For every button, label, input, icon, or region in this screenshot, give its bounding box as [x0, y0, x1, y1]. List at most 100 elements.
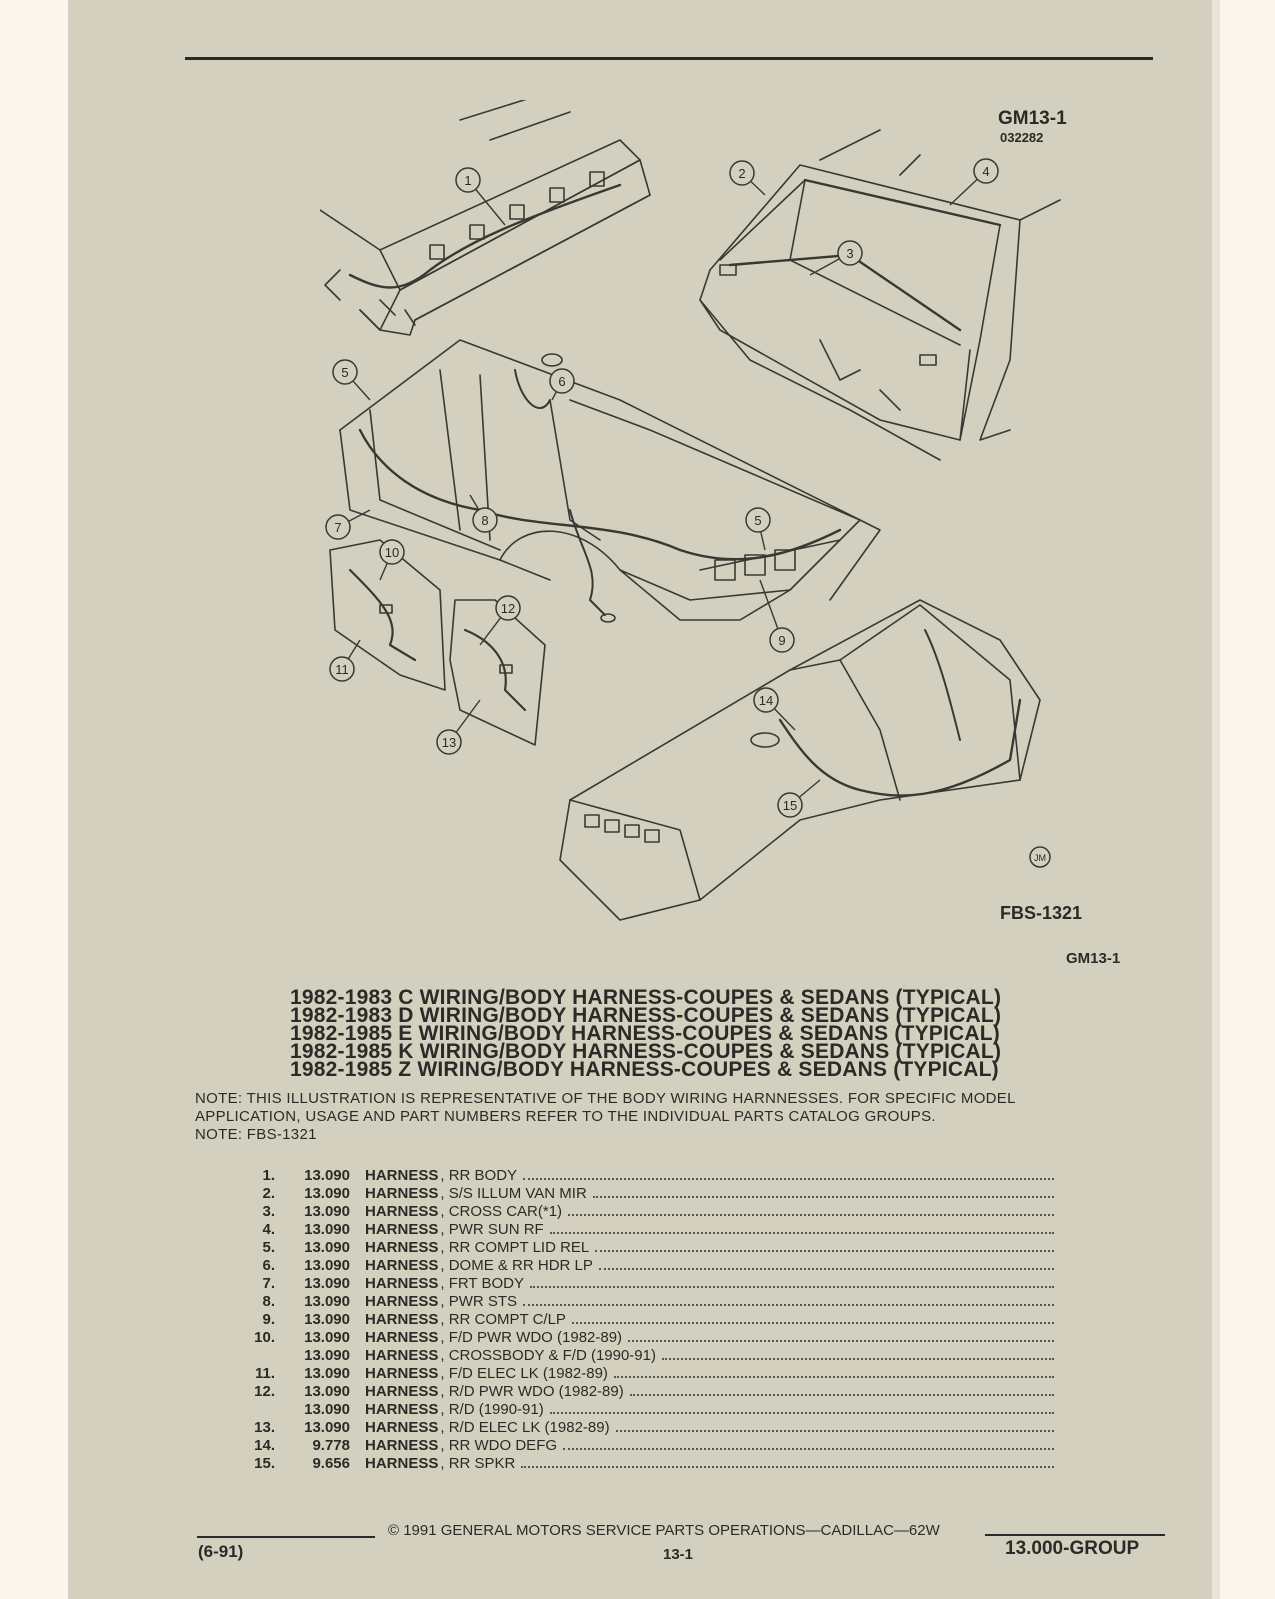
callout-13	[436, 729, 462, 755]
figure-label: FBS-1321	[1000, 903, 1083, 923]
part-name: HARNESS	[365, 1382, 439, 1400]
part-name: HARNESS	[365, 1400, 439, 1418]
leader-dots	[549, 1412, 1054, 1414]
part-group-code: 13.090	[304, 1184, 350, 1202]
callout-6	[549, 368, 575, 394]
footer-date-code: (6-91)	[198, 1542, 244, 1561]
part-name: HARNESS	[365, 1310, 439, 1328]
callout-15	[777, 792, 803, 818]
part-row: 14. 9.778 HARNESS, RR WDO DEFG	[230, 1436, 1060, 1454]
title-line: 1982-1983 C WIRING/BODY HARNESS-COUPES &…	[290, 986, 1002, 1009]
callout-5b	[745, 507, 771, 533]
top-rule	[185, 57, 1153, 60]
part-description: , RR SPKR	[440, 1454, 516, 1472]
doors-view	[329, 539, 546, 746]
leader-dots	[661, 1358, 1054, 1360]
part-number: 1.	[262, 1166, 275, 1184]
leader-dots	[571, 1322, 1054, 1324]
callout-15-label: 15	[783, 798, 797, 813]
part-description: , CROSS CAR(*1)	[440, 1202, 563, 1220]
part-description: , PWR SUN RF	[440, 1220, 544, 1238]
part-number: 2.	[262, 1184, 275, 1202]
part-group-code: 13.090	[304, 1364, 350, 1382]
leader-dots	[523, 1178, 1054, 1180]
callout-7	[325, 514, 351, 540]
part-group-code: 13.090	[304, 1418, 350, 1436]
figure-code-repeat: GM13-1	[1066, 950, 1121, 967]
part-description: , FRT BODY	[440, 1274, 524, 1292]
part-group-code: 13.090	[304, 1238, 350, 1256]
leader-dots	[592, 1196, 1054, 1198]
part-group-code: 9.778	[312, 1436, 350, 1454]
part-number: 5.	[262, 1238, 275, 1256]
leader-dots	[523, 1304, 1054, 1306]
leader-dots	[530, 1286, 1054, 1288]
leader-dots	[549, 1232, 1054, 1234]
part-name: HARNESS	[365, 1436, 439, 1454]
part-name: HARNESS	[365, 1238, 439, 1256]
leader-dots	[628, 1340, 1054, 1342]
part-group-code: 13.090	[304, 1346, 350, 1364]
footer-group: 13.000-GROUP	[1005, 1538, 1140, 1559]
part-group-code: 13.090	[304, 1382, 350, 1400]
part-number: 4.	[262, 1220, 275, 1238]
callout-11-label: 11	[335, 662, 349, 677]
callout-14-label: 14	[759, 693, 773, 708]
part-description: , S/S ILLUM VAN MIR	[440, 1184, 587, 1202]
callout-8-label: 8	[481, 513, 488, 528]
part-name: HARNESS	[365, 1328, 439, 1346]
part-description: , RR COMPT C/LP	[440, 1310, 566, 1328]
part-number: 14.	[254, 1436, 275, 1454]
footer-copyright: © 1991 GENERAL MOTORS SERVICE PARTS OPER…	[388, 1522, 940, 1539]
callout-4	[973, 158, 999, 184]
part-name: HARNESS	[365, 1418, 439, 1436]
part-group-code: 13.090	[304, 1292, 350, 1310]
part-description: , RR COMPT LID REL	[440, 1238, 590, 1256]
part-number: 3.	[262, 1202, 275, 1220]
part-description: , R/D ELEC LK (1982-89)	[440, 1418, 610, 1436]
body-center-view	[339, 339, 881, 623]
callout-3-label: 3	[846, 246, 853, 261]
catalog-sheet	[68, 0, 1218, 1599]
footer-rule-left	[197, 1536, 375, 1538]
figure-subcode: 032282	[1000, 130, 1044, 145]
part-description: , CROSSBODY & F/D (1990-91)	[440, 1346, 656, 1364]
callout-5	[332, 359, 358, 385]
title-line: 1982-1985 K WIRING/BODY HARNESS-COUPES &…	[290, 1040, 1002, 1063]
note-line: NOTE: FBS-1321	[195, 1126, 317, 1143]
part-description: , RR WDO DEFG	[440, 1436, 558, 1454]
title-line: 1982-1983 D WIRING/BODY HARNESS-COUPES &…	[290, 1004, 1002, 1027]
part-number: 10.	[254, 1328, 275, 1346]
callout-12	[495, 595, 521, 621]
part-group-code: 13.090	[304, 1256, 350, 1274]
part-row: 2. 13.090 HARNESS, S/S ILLUM VAN MIR	[230, 1184, 1060, 1202]
leader-dots	[563, 1448, 1054, 1450]
title-line: 1982-1985 Z WIRING/BODY HARNESS-COUPES &…	[290, 1058, 999, 1081]
leader-dots	[598, 1268, 1054, 1270]
part-number: 15.	[254, 1454, 275, 1472]
callout-14	[753, 687, 779, 713]
footer-rule-right	[985, 1534, 1165, 1536]
note-line: NOTE: THIS ILLUSTRATION IS REPRESENTATIV…	[195, 1090, 1016, 1107]
part-group-code: 13.090	[304, 1328, 350, 1346]
leader-dots	[568, 1214, 1054, 1216]
callout-7-label: 7	[334, 520, 341, 535]
part-description: , DOME & RR HDR LP	[440, 1256, 593, 1274]
part-description: , R/D PWR WDO (1982-89)	[440, 1382, 624, 1400]
rear-quarter-view	[559, 599, 1041, 921]
part-row: 5. 13.090 HARNESS, RR COMPT LID REL	[230, 1238, 1060, 1256]
callout-5b-label: 5	[754, 513, 761, 528]
figure-code: GM13-1	[998, 108, 1067, 129]
part-name: HARNESS	[365, 1184, 439, 1202]
